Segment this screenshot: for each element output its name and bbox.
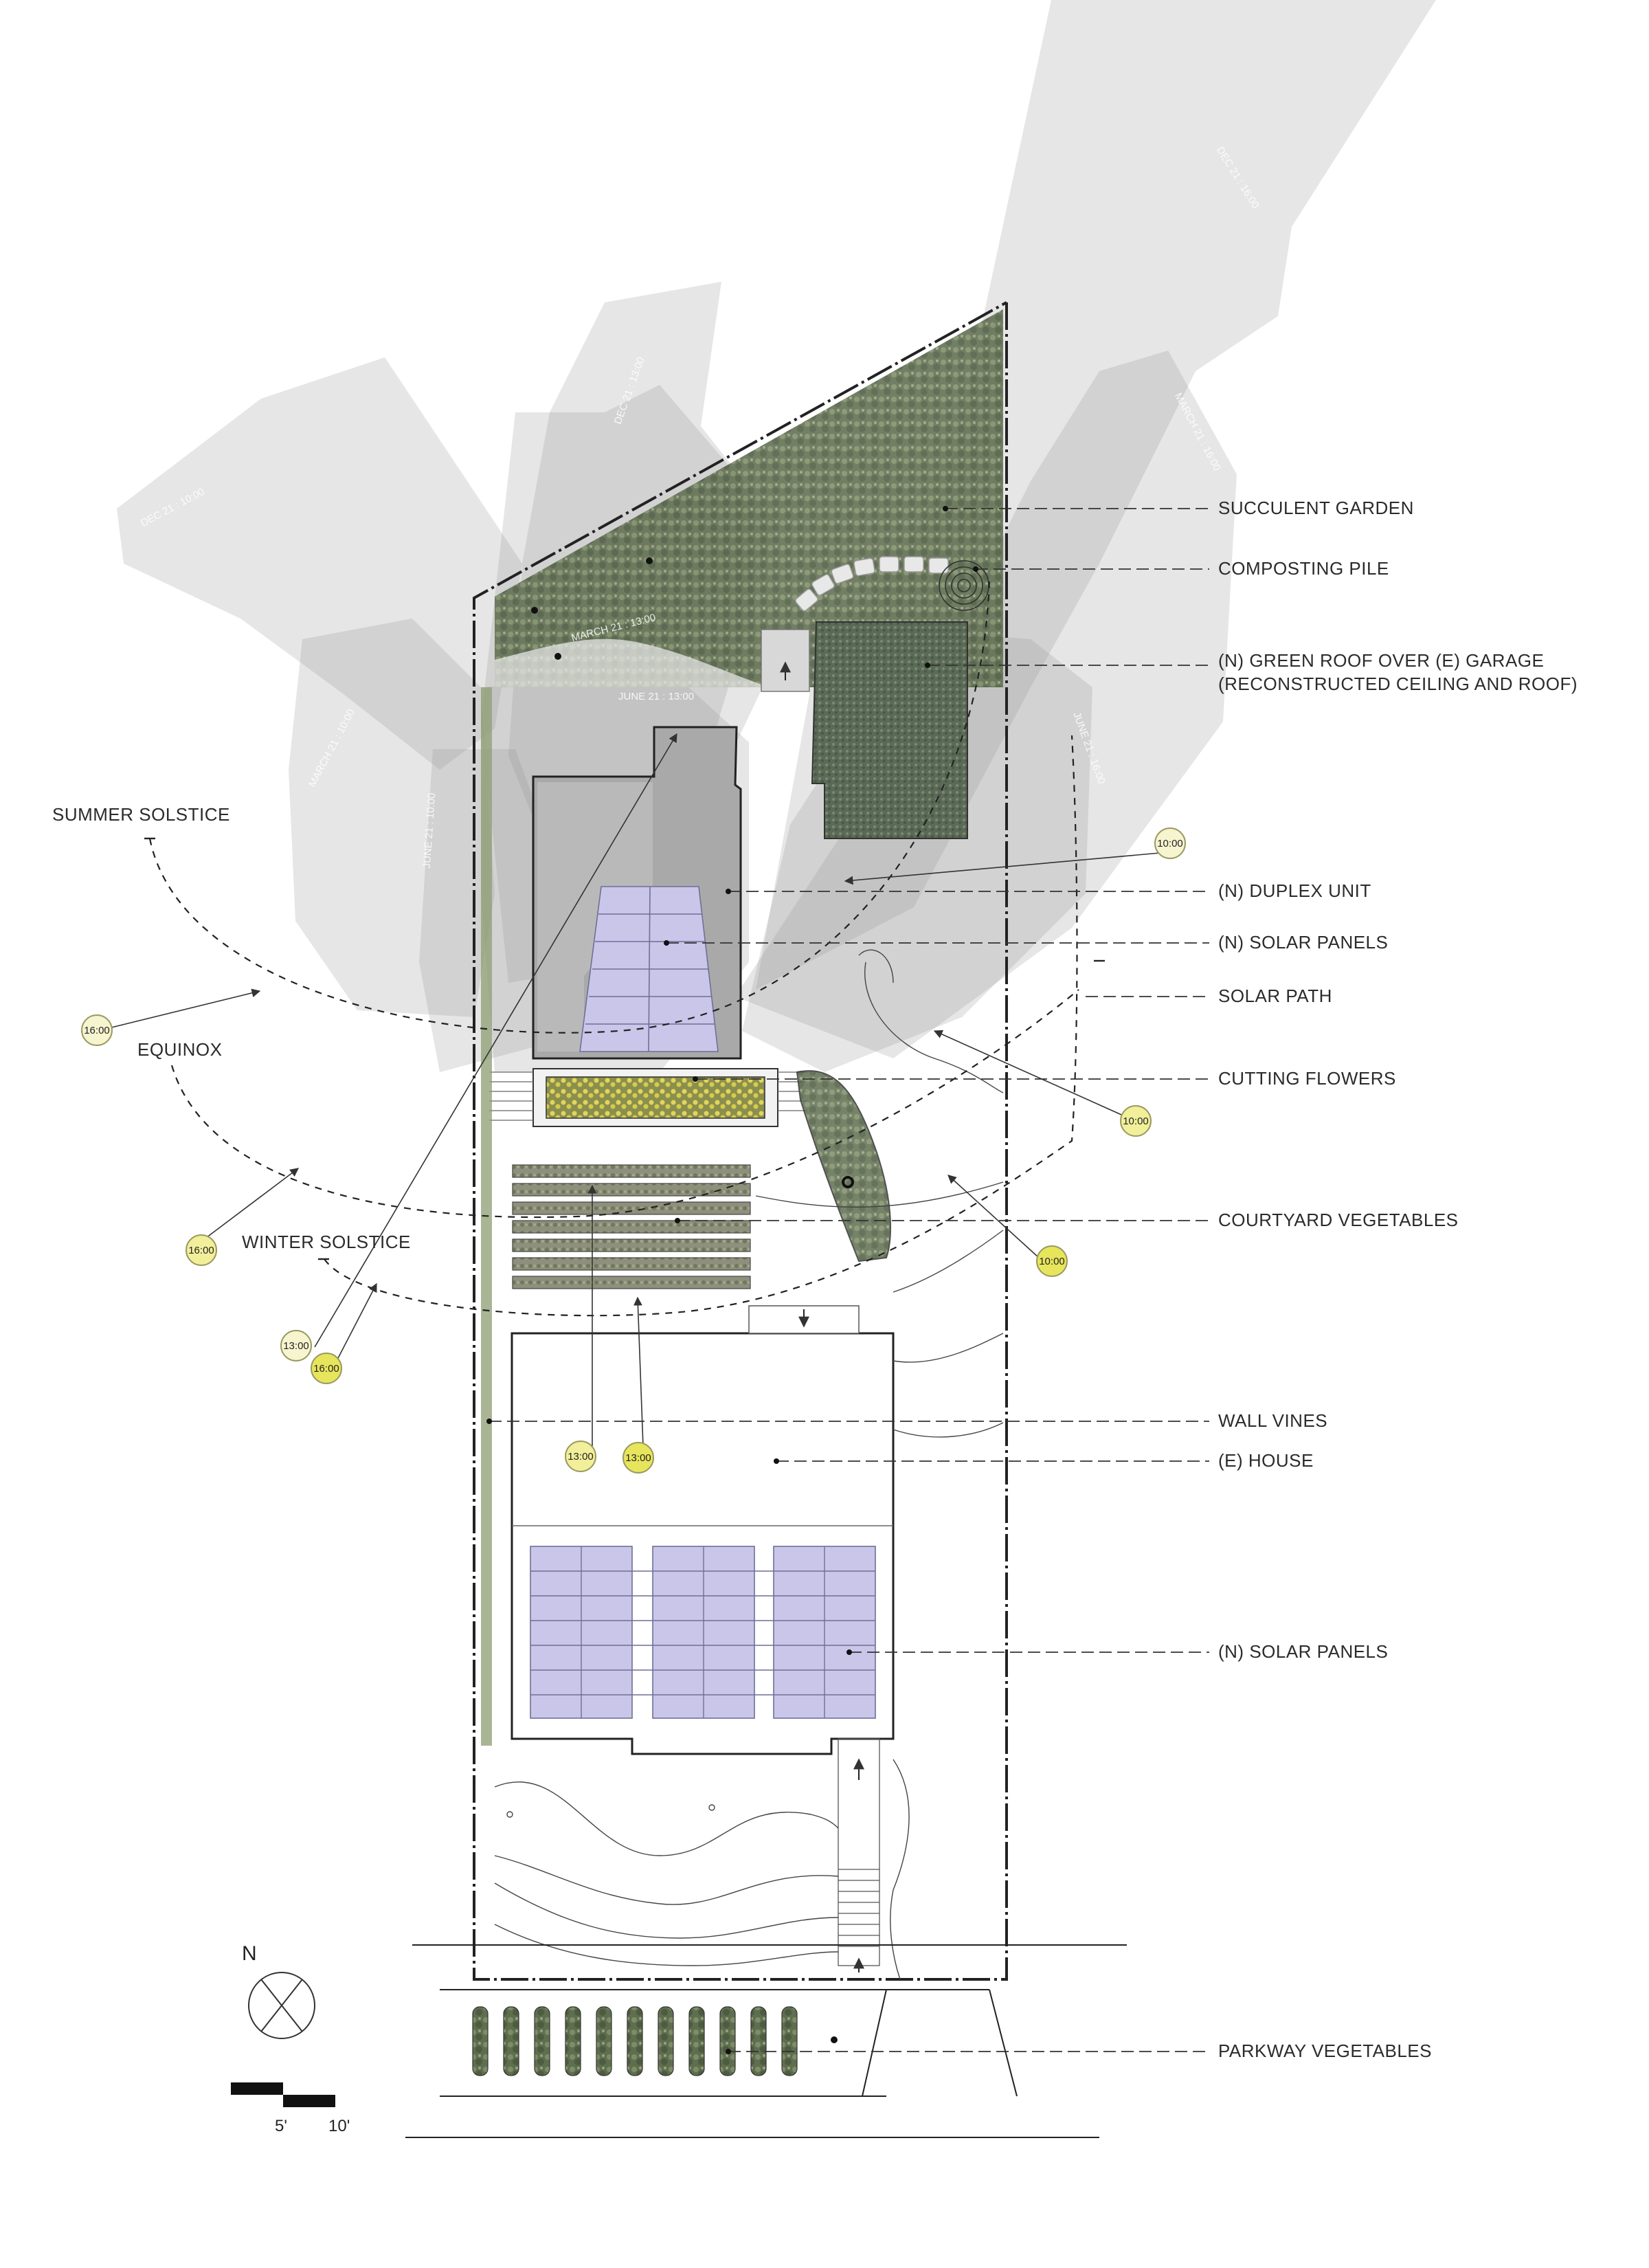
solar-path-arcs xyxy=(148,577,1079,1317)
label-leaders xyxy=(489,508,1209,2052)
label-green-roof: (N) GREEN ROOF OVER (E) GARAGE (RECONSTR… xyxy=(1218,649,1578,696)
parkway-vegetables xyxy=(472,2006,798,2076)
solar-path-end-ticks xyxy=(144,837,1105,1260)
topography-contours xyxy=(494,949,1004,1980)
label-winter-solstice: WINTER SOLSTICE xyxy=(242,1232,411,1252)
existing-house xyxy=(511,1305,895,1755)
label-green-roof-line1: (N) GREEN ROOF OVER (E) GARAGE xyxy=(1218,650,1545,671)
scale-bar xyxy=(231,2082,335,2107)
duplex-unit xyxy=(532,726,742,1060)
label-cutting-flowers: CUTTING FLOWERS xyxy=(1218,1068,1396,1089)
north-label: N xyxy=(242,1942,257,1965)
succulent-garden-area xyxy=(495,309,1003,692)
label-solar-panels-lower: (N) SOLAR PANELS xyxy=(1218,1641,1389,1662)
cutting-flowers xyxy=(489,1068,807,1127)
solar-panels-upper xyxy=(579,886,719,1052)
label-solar-path: SOLAR PATH xyxy=(1218,986,1332,1006)
time-marker-1600-equinox: 16:00 xyxy=(186,1234,217,1266)
time-marker-1000-winter: 10:00 xyxy=(1036,1245,1068,1277)
label-green-roof-line2: (RECONSTRUCTED CEILING AND ROOF) xyxy=(1218,674,1578,694)
street-edge xyxy=(405,1944,1127,2138)
label-composting-pile: COMPOSTING PILE xyxy=(1218,558,1389,579)
solar-panels-lower xyxy=(530,1546,876,1719)
time-marker-1300-equinox: 13:00 xyxy=(565,1441,596,1472)
time-marker-1600-winter: 16:00 xyxy=(311,1353,342,1384)
label-succulent-garden: SUCCULENT GARDEN xyxy=(1218,498,1414,518)
property-line xyxy=(473,301,1008,1981)
label-solar-panels-upper: (N) SOLAR PANELS xyxy=(1218,932,1389,953)
label-leader-dots xyxy=(486,506,978,2054)
scale-label-10: 10' xyxy=(328,2117,350,2135)
time-marker-1300-winter: 13:00 xyxy=(622,1442,654,1474)
label-house: (E) HOUSE xyxy=(1218,1450,1314,1471)
time-marker-1300-summer: 13:00 xyxy=(280,1330,312,1361)
courtyard-vegetables xyxy=(512,1164,751,1289)
time-marker-1600-summer: 16:00 xyxy=(81,1014,113,1046)
shadow-tag-june21-1300: JUNE 21 : 13:00 xyxy=(618,691,695,702)
label-duplex-unit: (N) DUPLEX UNIT xyxy=(1218,880,1371,901)
north-arrow-icon xyxy=(248,1972,315,2039)
scale-label-5: 5' xyxy=(275,2117,287,2135)
time-marker-1000-equinox: 10:00 xyxy=(1120,1105,1152,1137)
time-marker-leaders xyxy=(102,733,1169,1447)
label-equinox: EQUINOX xyxy=(137,1039,223,1060)
curved-planter xyxy=(796,1070,891,1263)
label-summer-solstice: SUMMER SOLSTICE xyxy=(52,804,230,825)
label-wall-vines: WALL VINES xyxy=(1218,1410,1328,1431)
label-courtyard-vegetables: COURTYARD VEGETABLES xyxy=(1218,1210,1459,1230)
garage-green-roof xyxy=(811,621,968,839)
label-parkway-vegetables: PARKWAY VEGETABLES xyxy=(1218,2041,1432,2061)
front-stair xyxy=(838,1738,880,1972)
time-marker-1000-summer: 10:00 xyxy=(1154,827,1186,859)
